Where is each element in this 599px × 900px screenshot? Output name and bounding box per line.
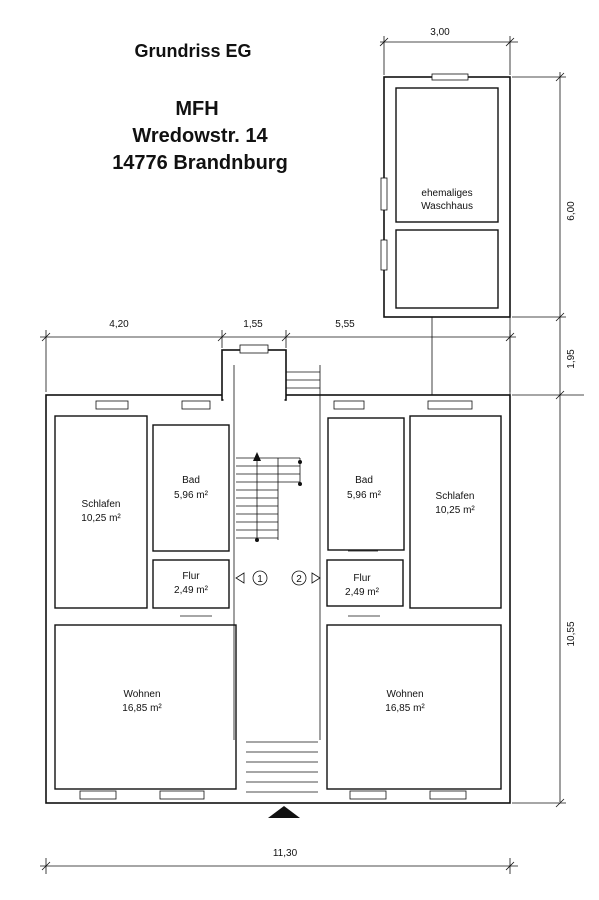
schlafen-right-area: 10,25 m² xyxy=(435,505,475,516)
schlafen-left-name: Schlafen xyxy=(82,499,121,510)
bad-left-name: Bad xyxy=(182,475,200,486)
room-flur-left xyxy=(152,559,230,609)
room-bad-right xyxy=(327,417,405,551)
flur-right-name: Flur xyxy=(353,573,371,584)
dim-top-left: 4,20 xyxy=(109,319,129,330)
dimension-bottom xyxy=(40,858,518,874)
flur-left-name: Flur xyxy=(182,571,200,582)
room-wohnen-right xyxy=(326,624,502,790)
waschhaus-label-line1: ehemaliges xyxy=(421,188,472,199)
dimension-top-waschhaus xyxy=(379,36,518,75)
waschhaus-building xyxy=(380,73,511,318)
city-address: 14776 Brandnburg xyxy=(112,152,288,174)
dim-right-main: 10,55 xyxy=(566,621,577,646)
dimension-top-main xyxy=(40,330,516,392)
staircase xyxy=(236,455,301,540)
dim-top-waschhaus: 3,00 xyxy=(430,27,450,38)
wohnen-left-area: 16,85 m² xyxy=(122,703,162,714)
entrance-marker xyxy=(268,806,300,818)
unit-marker-left: 1 xyxy=(257,574,263,585)
bad-right-area: 5,96 m² xyxy=(347,490,382,501)
room-schlafen-left xyxy=(54,415,148,609)
wohnen-right-name: Wohnen xyxy=(386,689,423,700)
bad-left-area: 5,96 m² xyxy=(174,490,209,501)
plan-title: Grundriss EG xyxy=(134,41,251,61)
room-schlafen-right xyxy=(409,415,502,609)
street-address: Wredowstr. 14 xyxy=(132,125,268,147)
schlafen-right-name: Schlafen xyxy=(436,491,475,502)
flur-left-area: 2,49 m² xyxy=(174,585,209,596)
dimension-right xyxy=(512,72,584,808)
wohnen-left-name: Wohnen xyxy=(123,689,160,700)
room-flur-right xyxy=(326,559,404,607)
flur-right-area: 2,49 m² xyxy=(345,587,380,598)
schlafen-left-area: 10,25 m² xyxy=(81,513,121,524)
bad-right-name: Bad xyxy=(355,475,373,486)
dim-top-right: 5,55 xyxy=(335,319,355,330)
room-wohnen-left xyxy=(54,624,237,790)
waschhaus-label-line2: Waschhaus xyxy=(421,201,473,212)
dim-top-middle: 1,55 xyxy=(243,319,263,330)
dim-bottom-total: 11,30 xyxy=(273,848,298,859)
dim-right-gap: 1,95 xyxy=(566,349,577,369)
main-building xyxy=(45,344,511,804)
dim-right-waschhaus: 6,00 xyxy=(566,201,577,221)
unit-marker-right: 2 xyxy=(296,574,302,585)
room-bad-left xyxy=(152,424,230,552)
building-type: MFH xyxy=(175,98,218,120)
wohnen-right-area: 16,85 m² xyxy=(385,703,425,714)
